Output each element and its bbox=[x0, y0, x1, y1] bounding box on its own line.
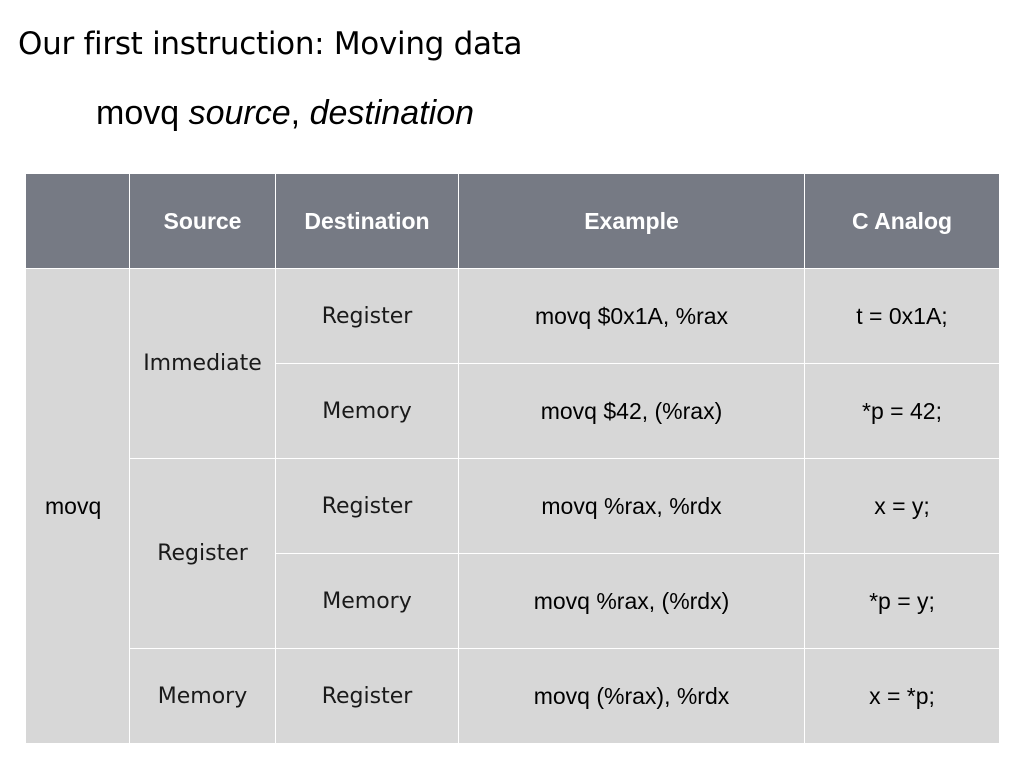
source-cell: Memory bbox=[129, 648, 276, 744]
example-cell: movq (%rax), %rdx bbox=[458, 648, 805, 744]
destination-cell: Memory bbox=[275, 363, 459, 459]
destination-cell: Register bbox=[275, 268, 459, 364]
example-cell: movq %rax, (%rdx) bbox=[458, 553, 805, 649]
source-cell: Immediate bbox=[129, 268, 276, 459]
source-cell: Register bbox=[129, 458, 276, 649]
syntax-line: movq source, destination bbox=[96, 94, 474, 133]
table-body: movq Immediate Register movq $0x1A, %rax… bbox=[25, 268, 1000, 744]
table-row: Memory movq %rax, (%rdx) *p = y; bbox=[26, 553, 1000, 649]
c-analog-cell: *p = y; bbox=[804, 553, 1000, 649]
syntax-separator: , bbox=[290, 94, 301, 132]
syntax-mnemonic: movq bbox=[96, 94, 180, 132]
slide-title: Our first instruction: Moving data bbox=[18, 26, 523, 62]
header-source: Source bbox=[129, 173, 276, 269]
c-analog-cell: t = 0x1A; bbox=[804, 268, 1000, 364]
example-cell: movq $0x1A, %rax bbox=[458, 268, 805, 364]
table-header: Source Destination Example C Analog bbox=[25, 173, 1000, 269]
c-analog-cell: x = y; bbox=[804, 458, 1000, 554]
example-cell: movq %rax, %rdx bbox=[458, 458, 805, 554]
c-analog-cell: x = *p; bbox=[804, 648, 1000, 744]
example-cell: movq $42, (%rax) bbox=[458, 363, 805, 459]
header-instruction bbox=[25, 173, 130, 269]
destination-cell: Register bbox=[275, 648, 459, 744]
table-row: movq Immediate Register movq $0x1A, %rax… bbox=[25, 268, 1000, 744]
header-c-analog: C Analog bbox=[804, 173, 1000, 269]
header-row: Source Destination Example C Analog bbox=[25, 173, 1000, 269]
instruction-cell: movq bbox=[25, 268, 130, 744]
header-example: Example bbox=[458, 173, 805, 269]
destination-cell: Memory bbox=[275, 553, 459, 649]
mov-operand-table: Source Destination Example C Analog movq… bbox=[25, 173, 1000, 744]
syntax-destination: destination bbox=[309, 94, 475, 132]
syntax-source: source bbox=[188, 94, 291, 132]
header-destination: Destination bbox=[275, 173, 459, 269]
c-analog-cell: *p = 42; bbox=[804, 363, 1000, 459]
table-row: Memory Register movq (%rax), %rdx x = *p… bbox=[26, 648, 1000, 744]
destination-cell: Register bbox=[275, 458, 459, 554]
table-row: Register Register movq %rax, %rdx x = y; bbox=[26, 458, 1000, 649]
table-row: Memory movq $42, (%rax) *p = 42; bbox=[26, 363, 1000, 459]
